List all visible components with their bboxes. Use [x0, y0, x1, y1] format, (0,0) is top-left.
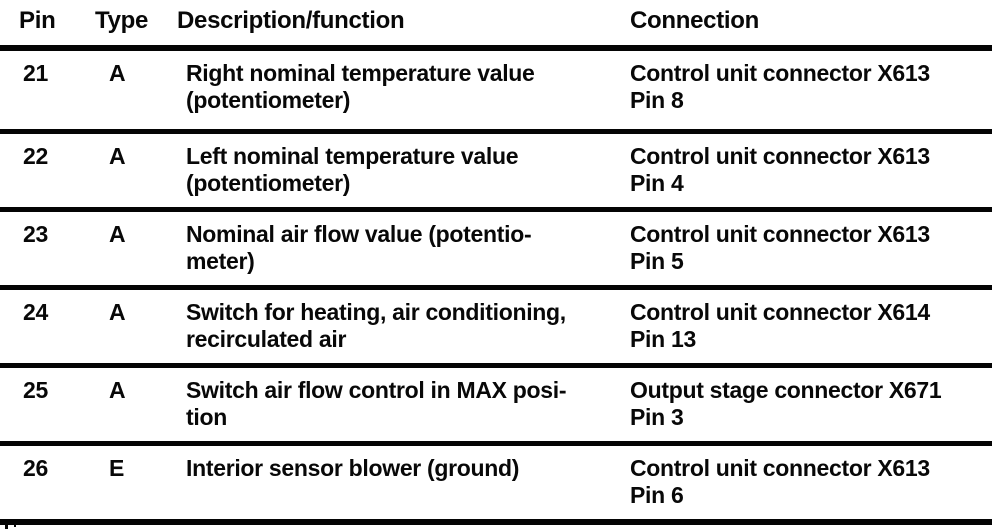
- table-row: 23 A Nominal air flow value (potentio-mete…: [0, 207, 992, 285]
- table-row: 25 A Switch air flow control in MAX posi-t…: [0, 363, 992, 441]
- description-line: (potentiometer): [186, 170, 351, 196]
- column-header-connection: Connection: [630, 7, 759, 34]
- description-line: tion: [186, 404, 227, 430]
- description-line: Switch air flow control in MAX posi-: [186, 377, 567, 403]
- connection-line: Control unit connector X613: [630, 60, 930, 86]
- column-header-description: Description/function: [177, 7, 405, 34]
- connection-line: Pin 3: [630, 404, 684, 430]
- connection-line: Pin 13: [630, 326, 696, 352]
- connection-line: Control unit connector X613: [630, 455, 930, 481]
- description-line: Nominal air flow value (potentio-: [186, 221, 532, 247]
- table-row: 22 A Left nominal temperature value(potent…: [0, 129, 992, 207]
- description-cell: Switch air flow control in MAX posi-tion: [177, 377, 630, 441]
- connection-line: Pin 4: [630, 170, 684, 196]
- type-cell: A: [109, 60, 126, 86]
- pin-cell: 25: [23, 377, 48, 403]
- description-line: Right nominal temperature value: [186, 60, 535, 86]
- description-line: Interior sensor blower (ground): [186, 455, 520, 481]
- description-line: meter): [186, 248, 255, 274]
- type-cell: A: [109, 143, 126, 169]
- connection-line: Output stage connector X671: [630, 377, 942, 403]
- table-header-row: Pin Type Description/function Connection: [0, 0, 992, 45]
- pin-cell: 23: [23, 221, 48, 247]
- scan-artifact: [5, 522, 8, 529]
- type-cell: A: [109, 299, 126, 325]
- connection-line: Pin 8: [630, 87, 684, 113]
- description-cell: Left nominal temperature value(potentiom…: [177, 143, 630, 207]
- type-cell: A: [109, 377, 126, 403]
- description-line: Left nominal temperature value: [186, 143, 519, 169]
- column-header-type: Type: [95, 7, 149, 34]
- description-cell: Interior sensor blower (ground): [177, 455, 630, 519]
- pin-cell: 21: [23, 60, 48, 86]
- description-cell: Right nominal temperature value(potentio…: [177, 60, 630, 129]
- description-line: Switch for heating, air conditioning,: [186, 299, 566, 325]
- table-row: 21 A Right nominal temperature value(poten…: [0, 51, 992, 129]
- connection-line: Control unit connector X613: [630, 221, 930, 247]
- column-header-pin: Pin: [19, 7, 56, 34]
- connection-line: Pin 6: [630, 482, 684, 508]
- connection-line: Pin 5: [630, 248, 684, 274]
- scan-artifact: [14, 522, 16, 527]
- pin-cell: 22: [23, 143, 48, 169]
- description-cell: Nominal air flow value (potentio-meter): [177, 221, 630, 285]
- pin-cell: 26: [23, 455, 48, 481]
- type-cell: E: [109, 455, 125, 481]
- description-line: recirculated air: [186, 326, 347, 352]
- pin-cell: 24: [23, 299, 48, 325]
- type-cell: A: [109, 221, 126, 247]
- description-cell: Switch for heating, air conditioning,rec…: [177, 299, 630, 363]
- connection-line: Control unit connector X613: [630, 143, 930, 169]
- connection-line: Control unit connector X614: [630, 299, 930, 325]
- table-row: 24 A Switch for heating, air conditioning,…: [0, 285, 992, 363]
- table-row: 26 E Interior sensor blower (ground) Contro…: [0, 441, 992, 519]
- description-line: (potentiometer): [186, 87, 351, 113]
